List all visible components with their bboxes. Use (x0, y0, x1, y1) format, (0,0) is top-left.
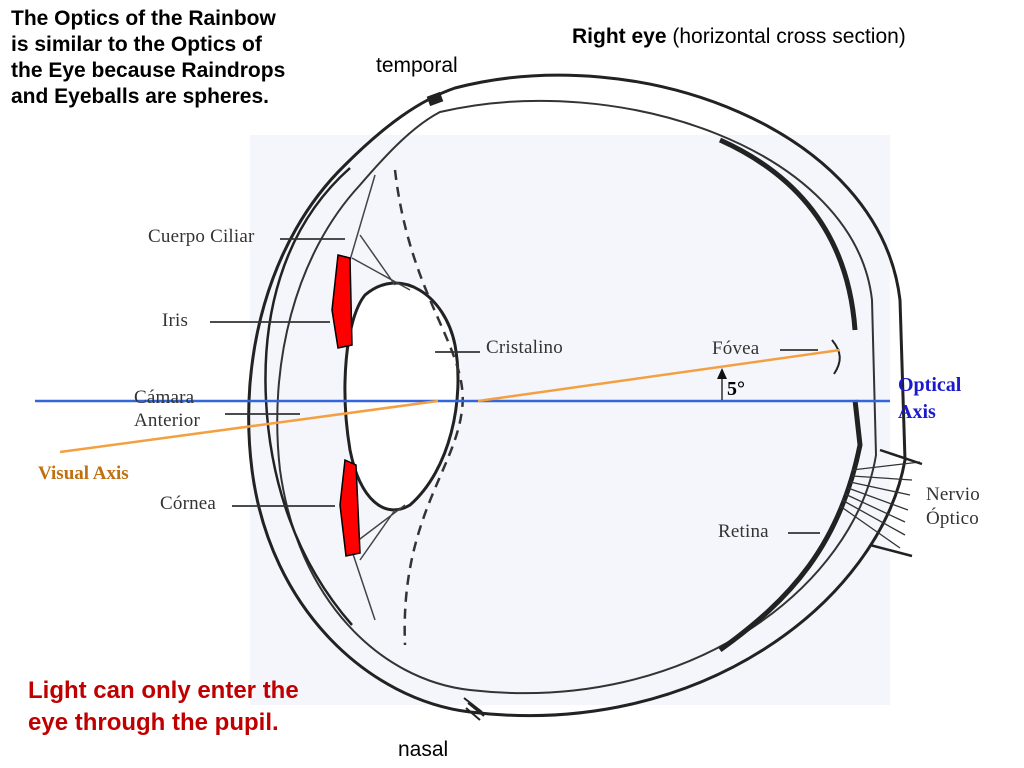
ciliary-fibers-top (349, 174, 411, 291)
anterior-chamber-label-2: Anterior (134, 410, 200, 431)
muscle-mark-bottom (463, 697, 485, 721)
optic-nerve-sheath (869, 448, 923, 558)
choroid-line (276, 99, 878, 695)
retina-band (718, 137, 863, 653)
optic-nerve-label-1: Nervio (926, 484, 980, 505)
title-rest: (horizontal cross section) (672, 25, 906, 48)
ciliary-body-label: Cuerpo Ciliar (148, 226, 255, 247)
intro-line: The Optics of the Rainbow (11, 7, 276, 30)
cornea-label: Córnea (160, 493, 217, 514)
footnote: Light can only enter the eye through the… (28, 675, 299, 739)
intro-line: is similar to the Optics of (11, 33, 262, 56)
visual-axis-line-back (477, 348, 841, 403)
vitreous-boundary (393, 169, 464, 646)
optical-axis-label: Optical Axis (898, 372, 961, 426)
optical-axis-label-line1: Optical (898, 374, 962, 396)
nasal-label: nasal (398, 738, 449, 761)
optic-nerve-fibers (839, 461, 921, 549)
intro-line: the Eye because Raindrops (11, 59, 286, 82)
lens-body (343, 281, 460, 512)
optic-nerve-label-2: Óptico (926, 508, 979, 529)
visual-axis-line-front (59, 399, 439, 454)
anterior-chamber-label-1: Cámara (134, 387, 195, 408)
iris-lower (339, 458, 361, 557)
retina-label: Retina (718, 521, 769, 542)
footnote-line: eye through the pupil. (28, 709, 279, 736)
ciliary-fibers-bottom (349, 504, 406, 621)
temporal-label: temporal (376, 54, 458, 77)
angle-arrowhead (717, 368, 727, 379)
iris-upper (331, 254, 353, 349)
fovea-label: Fóvea (712, 338, 760, 359)
angle-label: 5° (727, 378, 745, 400)
optical-axis-label-line2: Axis (898, 401, 936, 423)
intro-line: and Eyeballs are spheres. (11, 85, 269, 108)
visual-axis-label: Visual Axis (38, 463, 129, 484)
lens-label: Cristalino (486, 337, 563, 358)
title-bold: Right eye (572, 25, 667, 48)
fovea-pit (831, 339, 841, 375)
diagram-title: Right eye (horizontal cross section) (572, 25, 906, 49)
intro-text: The Optics of the Rainbow is similar to … (11, 6, 356, 110)
footnote-line: Light can only enter the (28, 677, 299, 704)
muscle-mark-top (426, 91, 444, 107)
iris-label: Iris (162, 310, 189, 331)
leader-lines (210, 238, 820, 534)
